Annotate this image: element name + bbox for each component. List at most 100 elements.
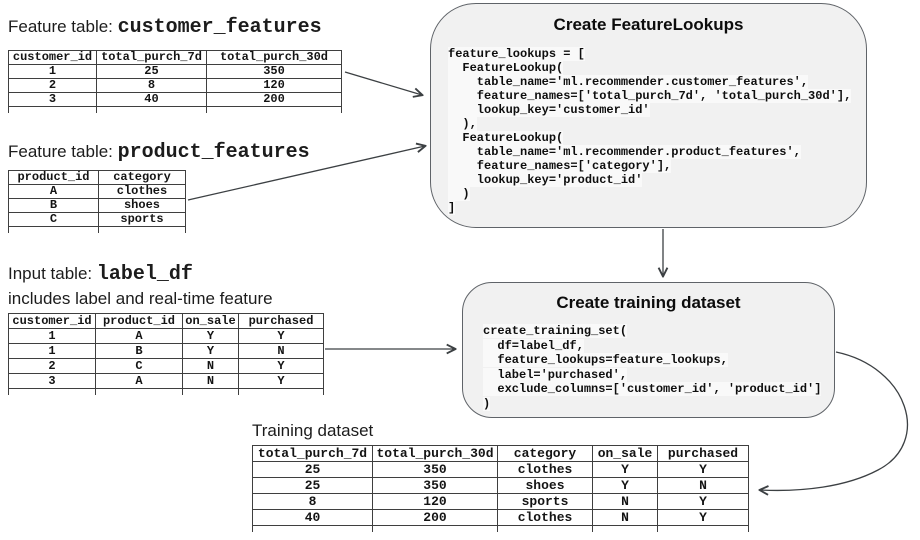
table-stub-cell xyxy=(238,388,324,395)
table-cell: sports xyxy=(497,493,593,510)
table-cell: A xyxy=(95,373,183,389)
training-dataset-table-title: Training dataset xyxy=(252,421,374,440)
table-cell: A xyxy=(95,328,183,344)
table-cell: Y xyxy=(657,493,749,510)
table-cell: 3 xyxy=(8,373,96,389)
featurelookups-code-text: feature_lookups = [ FeatureLookup( table… xyxy=(448,47,852,215)
table-stub-row xyxy=(8,226,186,233)
column-header: total_purch_30d xyxy=(372,445,498,462)
table-cell: clothes xyxy=(497,509,593,526)
table-cell: B xyxy=(95,343,183,359)
column-header: purchased xyxy=(657,445,749,462)
label-table-title-line: Input table: label_df xyxy=(8,263,273,286)
table-cell: C xyxy=(95,358,183,374)
label-table-title-prefix: Input table: xyxy=(8,264,97,283)
table-cell: 1 xyxy=(8,64,97,79)
table-cell: 25 xyxy=(252,477,373,494)
training-dataset-code-block: create_training_set( df=label_df, featur… xyxy=(483,324,822,411)
product-table-title-prefix: Feature table: xyxy=(8,142,118,161)
customer-table-title: Feature table: customer_features xyxy=(8,16,322,39)
table-cell: N xyxy=(592,493,658,510)
training-dataset-code-text: create_training_set( df=label_df, featur… xyxy=(483,324,822,411)
table-stub-cell xyxy=(252,525,373,532)
column-header: product_id xyxy=(8,170,99,185)
table-cell: 200 xyxy=(372,509,498,526)
table-stub-cell xyxy=(657,525,749,532)
table-cell: N xyxy=(657,477,749,494)
table-cell: N xyxy=(592,509,658,526)
table-cell: clothes xyxy=(497,461,593,478)
product-table-title: Feature table: product_features xyxy=(8,141,310,164)
table-cell: Y xyxy=(182,343,239,359)
table-cell: 3 xyxy=(8,92,97,107)
table-cell: 1 xyxy=(8,328,96,344)
table-cell: Y xyxy=(238,373,324,389)
table-cell: 2 xyxy=(8,78,97,93)
table-cell: shoes xyxy=(98,198,186,213)
label-table-title: Input table: label_df includes label and… xyxy=(8,263,273,309)
table-cell: Y xyxy=(238,328,324,344)
product-table-name: product_features xyxy=(117,141,310,164)
table-cell: sports xyxy=(98,212,186,227)
table-cell: 350 xyxy=(206,64,342,79)
arrow-customer-to-lookups xyxy=(344,71,422,95)
table-cell: Y xyxy=(657,509,749,526)
column-header: customer_id xyxy=(8,313,96,329)
create-featurelookups-box: Create FeatureLookups feature_lookups = … xyxy=(430,3,867,228)
table-stub-cell xyxy=(497,525,593,532)
table-cell: 350 xyxy=(372,461,498,478)
table-cell: clothes xyxy=(98,184,186,199)
table-stub-cell xyxy=(95,388,183,395)
table-cell: 40 xyxy=(96,92,207,107)
table-cell: C xyxy=(8,212,99,227)
table-cell: 1 xyxy=(8,343,96,359)
label-table-name: label_df xyxy=(96,263,193,286)
table-cell: Y xyxy=(592,477,658,494)
table-stub-cell xyxy=(8,388,96,395)
table-cell: shoes xyxy=(497,477,593,494)
customer-table-name: customer_features xyxy=(117,16,322,39)
column-header: on_sale xyxy=(592,445,658,462)
table-cell: Y xyxy=(182,328,239,344)
table-stub-cell xyxy=(182,388,239,395)
column-header: total_purch_7d xyxy=(252,445,373,462)
table-cell: 120 xyxy=(206,78,342,93)
table-stub-cell xyxy=(96,106,207,113)
table-cell: 8 xyxy=(96,78,207,93)
column-header: total_purch_30d xyxy=(206,50,342,65)
column-header: on_sale xyxy=(182,313,239,329)
table-cell: 25 xyxy=(252,461,373,478)
table-cell: Y xyxy=(238,358,324,374)
table-stub-row xyxy=(8,106,342,113)
table-cell: 40 xyxy=(252,509,373,526)
table-stub-cell xyxy=(98,226,186,233)
table-stub-cell xyxy=(8,226,99,233)
table-cell: 120 xyxy=(372,493,498,510)
table-stub-row xyxy=(8,388,324,395)
table-cell: Y xyxy=(657,461,749,478)
table-stub-cell xyxy=(8,106,97,113)
table-stub-cell xyxy=(592,525,658,532)
table-cell: N xyxy=(238,343,324,359)
table-stub-cell xyxy=(372,525,498,532)
column-header: purchased xyxy=(238,313,324,329)
table-cell: Y xyxy=(592,461,658,478)
column-header: customer_id xyxy=(8,50,97,65)
